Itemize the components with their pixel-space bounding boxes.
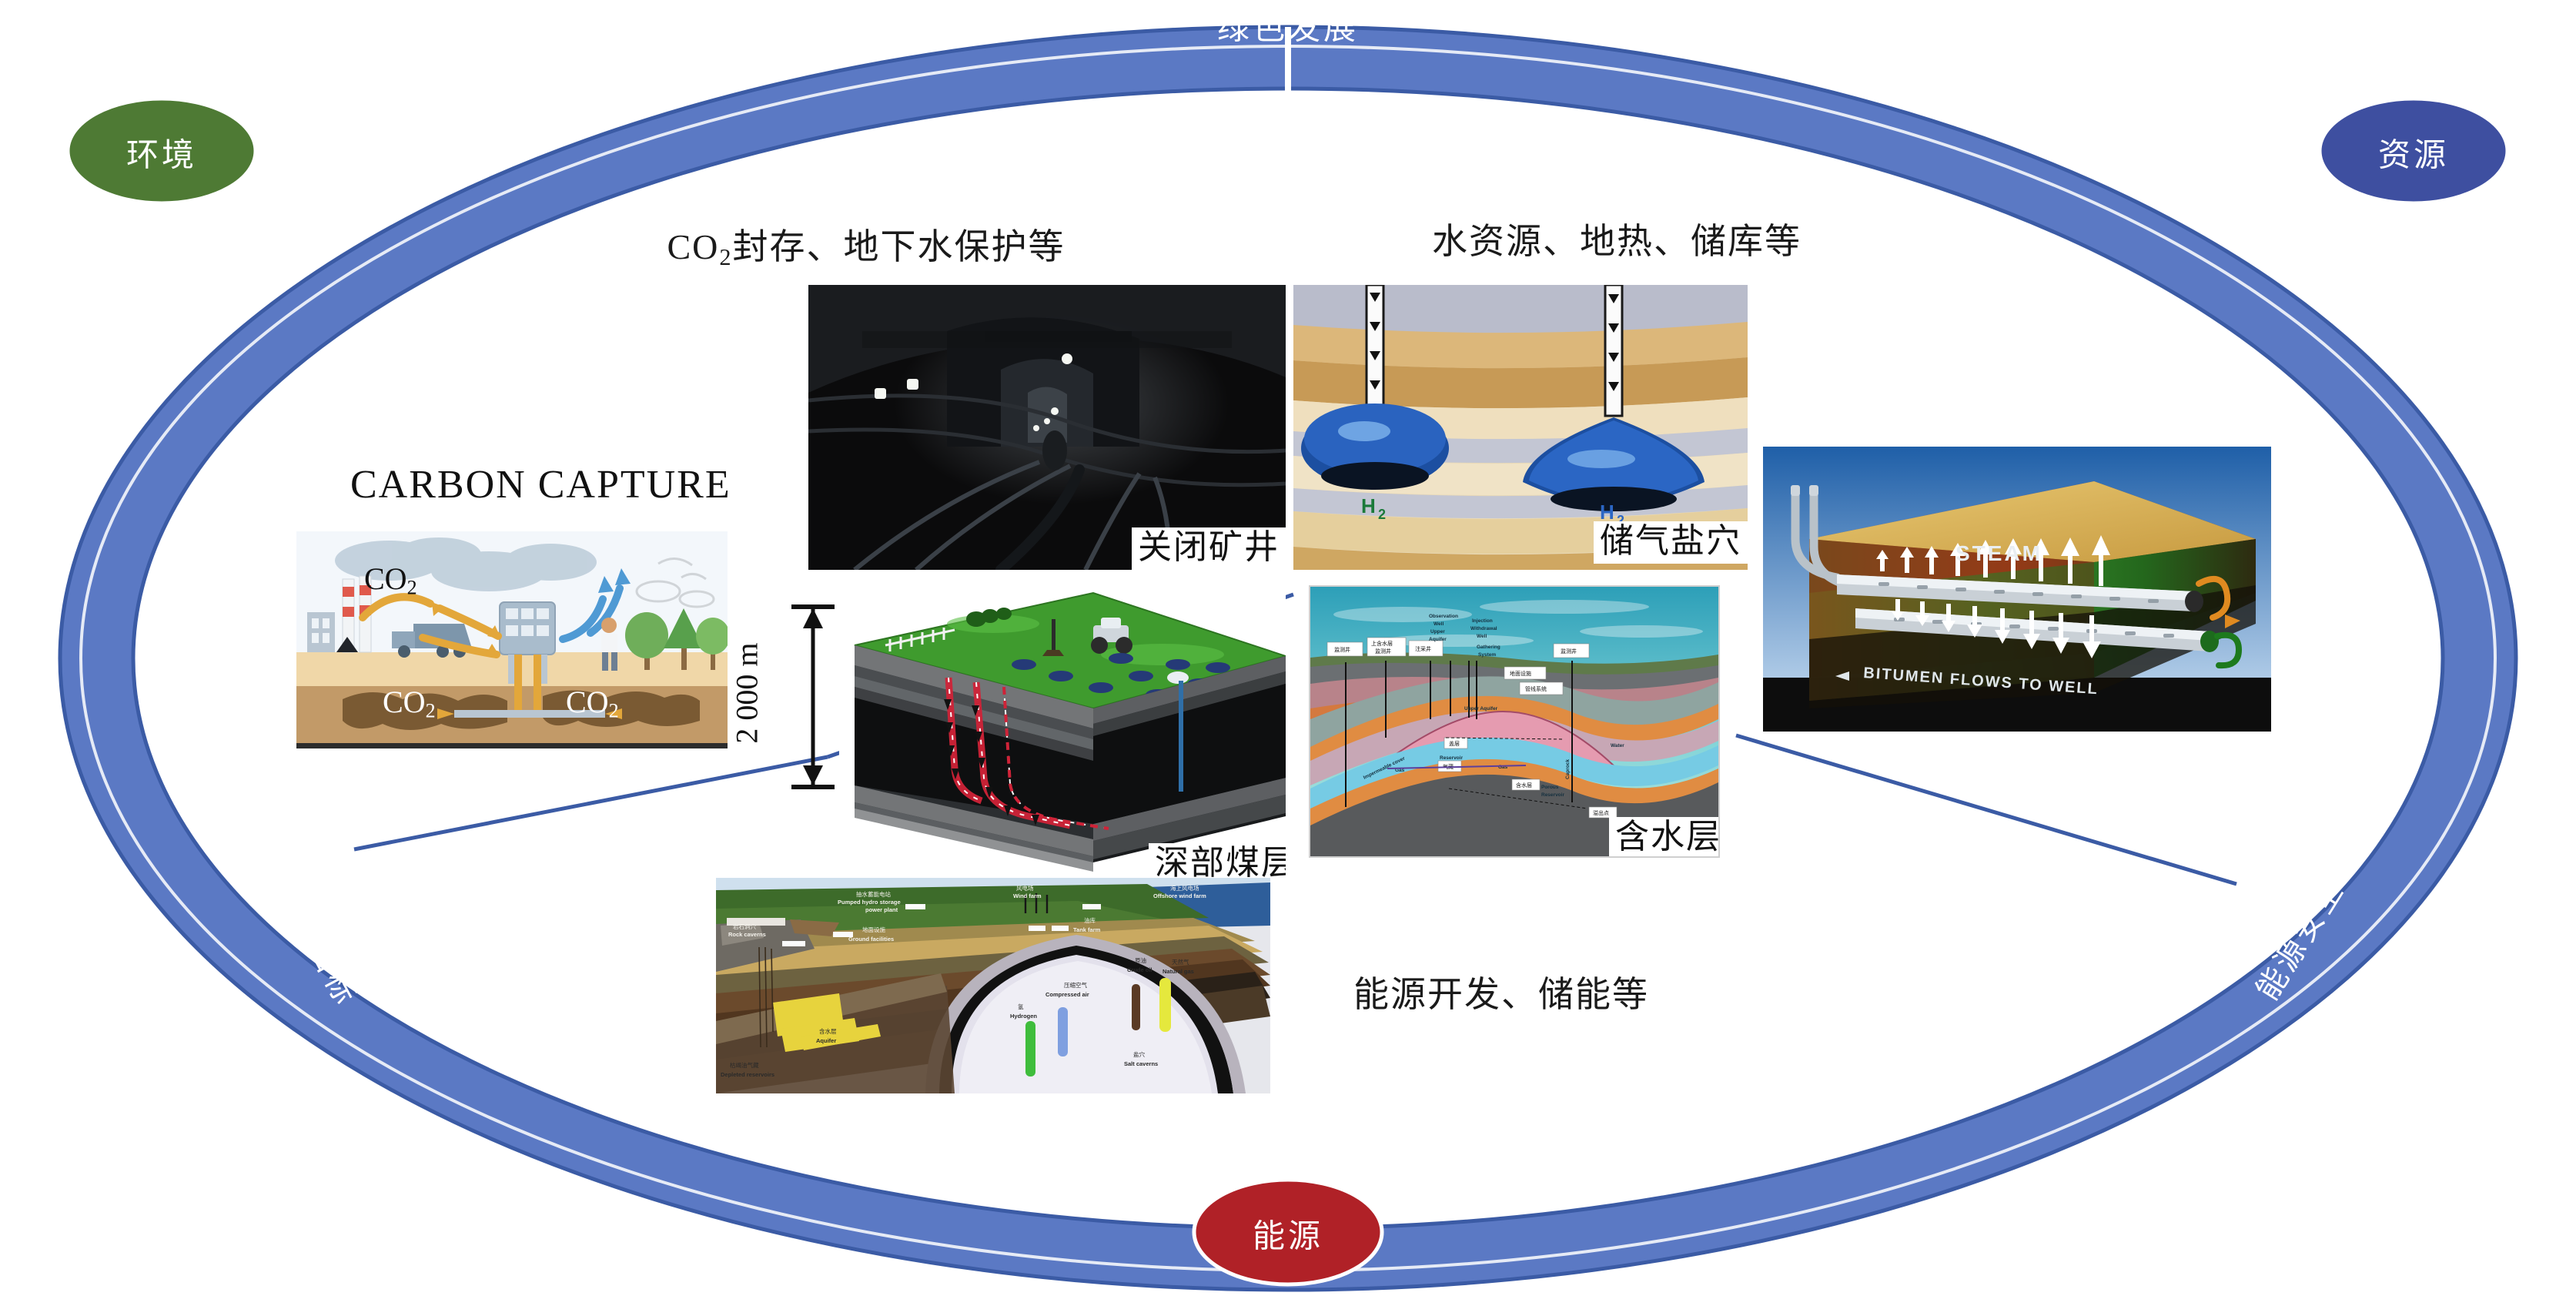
- svg-text:Injection: Injection: [1472, 618, 1493, 624]
- sector-text-upper-left: CO2封存、地下水保护等: [667, 219, 1065, 271]
- svg-text:Gas: Gas: [1498, 765, 1508, 770]
- svg-text:Upper Aquifer: Upper Aquifer: [1464, 706, 1498, 712]
- ring-label-left: “双碳”目标: [254, 846, 365, 1013]
- svg-text:Rock caverns: Rock caverns: [728, 931, 766, 938]
- cc-label-co2-left: CO2: [383, 685, 436, 722]
- svg-text:枯竭油气藏: 枯竭油气藏: [730, 1061, 759, 1069]
- svg-text:海上风电场: 海上风电场: [1170, 884, 1199, 892]
- svg-text:Aquifer: Aquifer: [816, 1037, 836, 1044]
- sector-text-upper-left-rest: 封存、地下水保护等: [732, 227, 1066, 267]
- svg-text:地面设施: 地面设施: [1510, 670, 1531, 677]
- svg-text:Natural gas: Natural gas: [1163, 968, 1194, 975]
- svg-text:氢: 氢: [1018, 1003, 1024, 1010]
- svg-text:Tank farm: Tank farm: [1073, 926, 1101, 933]
- caption-salt-cavern: 储气盐穴: [1594, 521, 1748, 564]
- svg-text:Well: Well: [1434, 621, 1444, 627]
- image-closed-mine: 关闭矿井: [808, 285, 1286, 570]
- node-label-resource: 资源: [2377, 138, 2450, 174]
- svg-text:Well: Well: [1477, 634, 1487, 639]
- svg-text:Offshore wind farm: Offshore wind farm: [1153, 892, 1206, 899]
- image-salt-cavern: H 2 H 2 储气盐穴: [1293, 285, 1748, 570]
- svg-text:天然气: 天然气: [1172, 958, 1189, 966]
- svg-text:Gathering: Gathering: [1477, 645, 1500, 650]
- svg-text:风电场: 风电场: [1016, 884, 1034, 892]
- svg-text:Salt caverns: Salt caverns: [1124, 1060, 1158, 1067]
- svg-text:Withdrawal: Withdrawal: [1470, 626, 1497, 631]
- cc-label-co2-air: CO2: [364, 561, 417, 599]
- node-label-energy: 能源: [1252, 1219, 1324, 1255]
- ring-label-right: 能源安全: [2250, 872, 2351, 1006]
- sector-text-bottom: 能源开发、储能等: [1353, 975, 1649, 1014]
- svg-text:上含水层: 上含水层: [1371, 640, 1393, 647]
- node-label-environment: 环境: [125, 138, 198, 174]
- svg-text:监测井: 监测井: [1334, 646, 1350, 653]
- image-deep-coal-seam: 深部煤层: [839, 585, 1286, 893]
- caption-aquifer: 含水层: [1609, 816, 1718, 856]
- svg-text:Depleted reservoirs: Depleted reservoirs: [721, 1071, 774, 1078]
- svg-text:2: 2: [1378, 507, 1386, 522]
- svg-text:H: H: [1361, 494, 1376, 517]
- svg-text:岩石洞穴: 岩石洞穴: [733, 923, 756, 930]
- sagd-steam-text: STEAM: [1955, 541, 2042, 565]
- svg-text:Water: Water: [1611, 743, 1624, 748]
- svg-text:溢出点: 溢出点: [1593, 809, 1609, 816]
- svg-text:盐穴: 盐穴: [1133, 1050, 1146, 1058]
- svg-text:power plant: power plant: [865, 906, 898, 913]
- svg-text:System: System: [1478, 652, 1496, 658]
- cc-vector-art: [307, 537, 728, 730]
- svg-text:抽水蓄能电站: 抽水蓄能电站: [856, 890, 891, 898]
- caption-closed-mine: 关闭矿井: [1132, 527, 1286, 570]
- svg-text:含水层: 含水层: [1516, 782, 1532, 789]
- sector-text-upper-left-co: CO: [667, 227, 720, 267]
- svg-text:Porous: Porous: [1541, 785, 1559, 790]
- deep-coal-art: [839, 585, 1286, 893]
- svg-text:Observation: Observation: [1429, 614, 1458, 619]
- svg-text:地面设施: 地面设施: [862, 926, 885, 933]
- svg-text:Aquifer: Aquifer: [1429, 637, 1447, 642]
- svg-text:Reservoir: Reservoir: [1541, 792, 1564, 798]
- svg-text:Ground facilities: Ground facilities: [848, 936, 894, 943]
- svg-text:2: 2: [1617, 513, 1624, 528]
- carbon-capture-title: CARBON CAPTURE: [350, 463, 731, 507]
- svg-text:含水层: 含水层: [819, 1027, 837, 1035]
- depth-dimension-marker: [791, 604, 835, 789]
- svg-text:油库: 油库: [1084, 916, 1096, 924]
- svg-text:Wind farm: Wind farm: [1013, 892, 1042, 899]
- svg-text:Crude oil: Crude oil: [1127, 966, 1153, 973]
- svg-text:原油: 原油: [1135, 956, 1146, 964]
- svg-text:H: H: [1600, 501, 1614, 524]
- svg-text:压缩空气: 压缩空气: [1064, 981, 1087, 989]
- depth-dimension-label: 2 000 m: [729, 642, 764, 744]
- svg-text:监测井: 监测井: [1561, 648, 1577, 655]
- image-aquifer: 监测井 上含水层监测井 注采井 监测井 地面设施 管线系统 盖层 气藏 含水层 …: [1309, 585, 1720, 858]
- closed-mine-art: [808, 285, 1286, 570]
- svg-text:Hydrogen: Hydrogen: [1010, 1013, 1037, 1020]
- svg-text:管线系统: 管线系统: [1525, 685, 1547, 692]
- svg-text:Compressed air: Compressed air: [1045, 991, 1089, 998]
- svg-text:Pumped hydro storage: Pumped hydro storage: [838, 899, 901, 906]
- cc-label-co2-right: CO2: [566, 685, 619, 722]
- svg-text:Upper: Upper: [1430, 629, 1445, 635]
- svg-text:盖层: 盖层: [1449, 740, 1460, 747]
- sector-text-upper-right: 水资源、地热、储库等: [1432, 222, 1802, 261]
- svg-text:Gas: Gas: [1395, 768, 1405, 773]
- image-carbon-capture: CO2 CO2 CO2: [296, 531, 728, 748]
- svg-text:监测井: 监测井: [1375, 648, 1391, 655]
- svg-text:注采井: 注采井: [1415, 645, 1431, 652]
- svg-text:Reservoir: Reservoir: [1440, 755, 1463, 761]
- sagd-art: STEAM BITUMEN FLOWS TO WELL: [1763, 447, 2271, 732]
- sector-text-upper-left-sub: 2: [719, 243, 733, 270]
- image-sagd-steam: STEAM BITUMEN FLOWS TO WELL: [1763, 447, 2271, 732]
- ring-label-top: 绿色发展: [1216, 11, 1360, 47]
- svg-text:Caprock: Caprock: [1565, 759, 1571, 779]
